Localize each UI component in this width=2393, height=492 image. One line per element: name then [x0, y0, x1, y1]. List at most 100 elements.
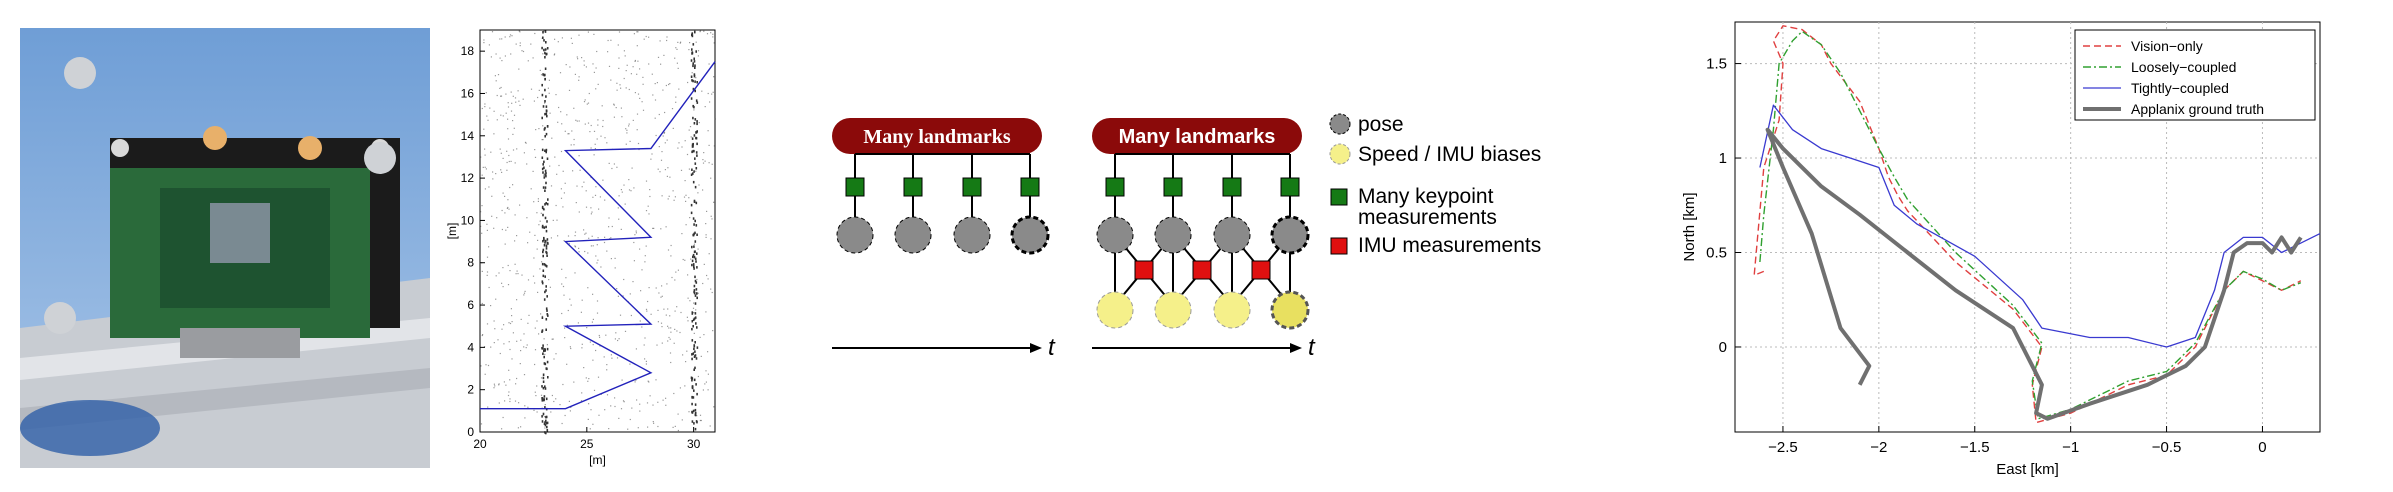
- map-point: [685, 224, 687, 226]
- map-point: [595, 88, 597, 90]
- map-point: [692, 255, 694, 259]
- map-point: [620, 408, 623, 410]
- map-point: [691, 263, 693, 267]
- map-point: [675, 101, 677, 103]
- map-point: [696, 81, 698, 84]
- map-point: [554, 156, 556, 158]
- map-point: [544, 348, 546, 351]
- map-point: [694, 80, 696, 83]
- map-point: [544, 126, 546, 130]
- map-point: [543, 422, 546, 425]
- map-point: [687, 81, 689, 84]
- map-point: [544, 362, 547, 366]
- map-point: [544, 423, 547, 427]
- map-point: [713, 201, 715, 203]
- map-point: [619, 314, 622, 316]
- map-point: [501, 171, 503, 173]
- map-point: [688, 49, 690, 51]
- map-point: [529, 231, 531, 233]
- map-point: [693, 223, 695, 226]
- map-point: [545, 415, 547, 419]
- map-point: [621, 116, 623, 118]
- map-point: [651, 73, 653, 75]
- map-point: [561, 283, 563, 285]
- map-point: [578, 79, 580, 81]
- map-point: [647, 300, 649, 303]
- map-point: [689, 217, 691, 219]
- map-point: [540, 74, 543, 76]
- map-point: [694, 413, 697, 417]
- map-point: [616, 357, 619, 359]
- map-point: [590, 213, 592, 215]
- map-point: [657, 56, 660, 58]
- map-point: [480, 211, 482, 213]
- map-point: [637, 31, 639, 33]
- map-point: [645, 363, 647, 365]
- map-point: [481, 334, 483, 337]
- right-factor-graph: Many landmarks: [1092, 118, 1316, 361]
- map-point: [590, 207, 592, 209]
- map-point: [696, 142, 698, 146]
- map-point: [586, 103, 588, 105]
- map-point: [697, 192, 699, 194]
- map-point: [661, 285, 663, 287]
- map-point: [639, 403, 641, 405]
- map-point: [486, 256, 489, 258]
- map-point: [490, 56, 492, 58]
- map-point: [543, 39, 545, 42]
- map-point: [523, 294, 525, 296]
- map-point: [493, 320, 495, 322]
- map-point: [615, 107, 617, 109]
- map-point: [674, 328, 676, 330]
- pose-node: [1213, 216, 1251, 254]
- map-point: [663, 131, 666, 133]
- map-point: [484, 148, 486, 150]
- map-point: [593, 33, 595, 35]
- map-point: [694, 302, 697, 305]
- map-point: [560, 150, 563, 153]
- map-point: [635, 232, 637, 234]
- map-point: [538, 89, 540, 91]
- map-point: [578, 251, 580, 253]
- map-point: [580, 400, 583, 402]
- map-y-axis-label: [m]: [445, 223, 459, 240]
- map-point: [554, 38, 556, 40]
- map-point: [693, 73, 696, 76]
- map-point: [543, 226, 546, 229]
- map-x-tick-label: 30: [687, 437, 701, 451]
- map-point: [545, 419, 547, 423]
- landmark-banner: [1092, 118, 1302, 154]
- map-point: [692, 64, 694, 68]
- map-point: [556, 219, 558, 221]
- map-point: [546, 295, 548, 298]
- map-point: [613, 103, 615, 105]
- map-point: [525, 142, 527, 144]
- map-point: [690, 136, 692, 138]
- map-point: [603, 356, 605, 358]
- map-point: [545, 307, 548, 310]
- map-point: [584, 233, 586, 235]
- bias-circle-icon: [1329, 143, 1351, 165]
- map-point: [681, 146, 683, 148]
- map-point: [701, 90, 703, 92]
- map-point: [553, 54, 555, 56]
- map-point: [589, 341, 591, 343]
- map-point: [685, 200, 687, 202]
- map-point: [554, 53, 556, 55]
- map-point: [705, 370, 707, 372]
- map-point: [546, 360, 549, 364]
- map-point: [614, 405, 616, 408]
- map-point: [556, 173, 558, 175]
- map-point: [496, 119, 498, 121]
- map-point: [501, 38, 503, 40]
- map-point: [695, 41, 697, 43]
- map-point: [693, 289, 696, 292]
- map-point: [657, 321, 659, 323]
- map-point: [600, 135, 602, 137]
- map-point: [636, 45, 638, 47]
- map-point: [544, 102, 546, 104]
- map-point: [546, 309, 548, 312]
- map-point: [696, 252, 698, 255]
- map-point: [691, 79, 693, 82]
- map-point: [524, 141, 527, 143]
